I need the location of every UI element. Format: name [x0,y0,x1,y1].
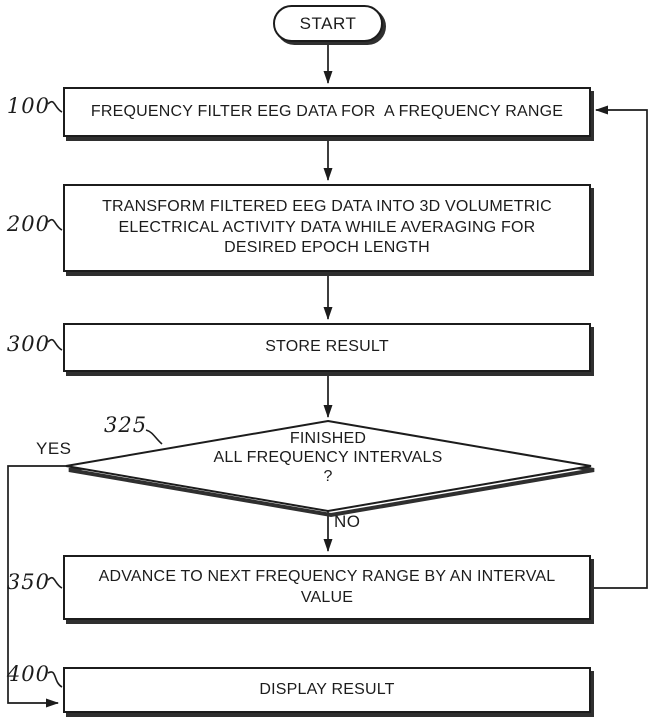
leader-400 [47,671,63,688]
start-label: START [299,13,357,33]
process-label-350: ADVANCE TO NEXT FREQUENCY RANGE BY AN IN… [98,568,556,606]
ref-label-400: 400 [6,662,50,686]
leader-200 [47,218,63,231]
decision-label-325: FINISHED ALL FREQUENCY INTERVALS ? [213,430,443,486]
process-box-200: TRANSFORM FILTERED EEG DATA INTO 3D VOLU… [63,184,591,272]
leader-100 [47,100,63,113]
process-box-100: FREQUENCY FILTER EEG DATA FOR A FREQUENC… [63,87,591,137]
process-label-300: STORE RESULT [265,338,389,356]
decision-diamond-325 [65,419,592,513]
process-label-100: FREQUENCY FILTER EEG DATA FOR A FREQUENC… [90,102,564,120]
edge-loop-350-to-100 [592,105,648,589]
start-terminal: START [273,5,383,42]
process-box-400: DISPLAY RESULT [63,667,591,713]
process-label-200: TRANSFORM FILTERED EEG DATA INTO 3D VOLU… [102,198,552,257]
ref-label-350: 350 [6,570,50,594]
process-box-300: STORE RESULT [63,323,591,372]
process-label-400: DISPLAY RESULT [259,680,395,698]
ref-label-325: 325 [104,413,148,437]
leader-350 [47,576,63,589]
edge-yes-325-to-400 [7,465,66,708]
edge-label-yes: YES [36,439,72,458]
process-box-350: ADVANCE TO NEXT FREQUENCY RANGE BY AN IN… [63,555,591,620]
leader-325 [145,429,163,445]
ref-label-300: 300 [6,332,50,356]
leader-300 [47,338,63,351]
ref-label-200: 200 [6,212,50,236]
edge-label-no: NO [334,512,361,531]
ref-label-100: 100 [6,94,50,118]
